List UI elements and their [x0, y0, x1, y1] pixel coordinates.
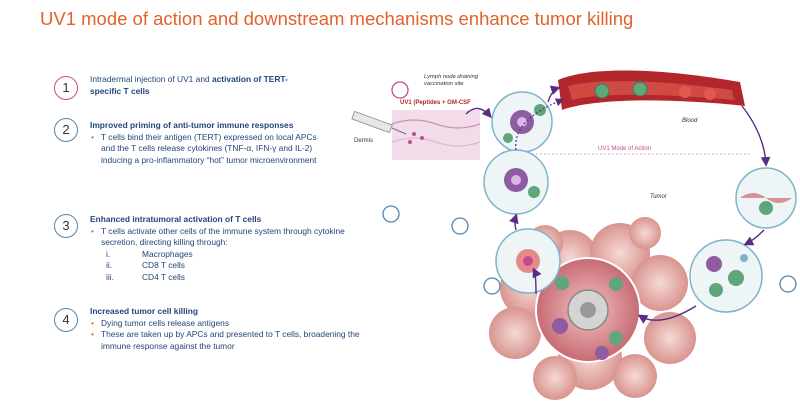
- step-3-text: Enhanced intratumoral activation of T ce…: [90, 214, 375, 283]
- step-1-text-bold: activation of TERT-specific T cells: [90, 74, 288, 96]
- arrow-dermis-to-lymph: [465, 107, 492, 119]
- arrow-into-tumor: [743, 229, 765, 246]
- lymph-site-label-1: Lymph node draining: [424, 74, 479, 80]
- step-4-heading: Increased tumor cell killing: [90, 306, 198, 316]
- step-4-number: 4: [54, 308, 78, 332]
- step-3-sub-cd4: iii.CD4 T cells: [106, 271, 185, 282]
- step-2-heading: Improved priming of anti-tumor immune re…: [90, 120, 294, 130]
- dashed-arrow-return: [515, 98, 565, 151]
- injection-label: UV1 (Peptides + GM-CSF: [400, 100, 471, 106]
- step-3-bullet: T cells activate other cells of the immu…: [90, 226, 375, 249]
- blood-vessel: [558, 70, 745, 110]
- step-3-heading: Enhanced intratumoral activation of T ce…: [90, 214, 262, 224]
- step-1-text: Intradermal injection of UV1 and activat…: [90, 74, 290, 97]
- step-2-bullet: T cells bind their antigen (TERT) expres…: [90, 132, 325, 167]
- step-2-number: 2: [54, 118, 78, 142]
- tumor-label: Tumor: [650, 194, 668, 200]
- arrow-to-tumor-lymph: [509, 213, 519, 231]
- apc-uptake-bubble: [495, 228, 561, 294]
- lymph-site-label-2: vaccination site: [424, 81, 464, 87]
- marker-circle: [451, 217, 469, 235]
- syringe-icon: [351, 110, 407, 135]
- step-2-text: Improved priming of anti-tumor immune re…: [90, 120, 325, 166]
- page-title: UV1 mode of action and downstream mechan…: [40, 8, 634, 29]
- step-4-bullet-1: Dying tumor cells release antigens: [90, 318, 380, 330]
- step-4-bullet-2: These are taken up by APCs and presented…: [90, 329, 380, 352]
- arrow-to-central-cell: [637, 305, 697, 324]
- step-3-number: 3: [54, 214, 78, 238]
- extravasation-bubble: [735, 167, 797, 229]
- marker-circle: [483, 277, 501, 295]
- legend-pink-marker: [391, 81, 409, 99]
- step-1-number: 1: [54, 76, 78, 100]
- step-3-sub-cd8: ii.CD8 T cells: [106, 260, 185, 270]
- marker-circle: [779, 275, 797, 293]
- arrow-lymph-to-blood: [547, 85, 561, 103]
- marker-circle: [382, 205, 400, 223]
- intratumoral-bubble: [689, 239, 763, 313]
- tumor-draining-lymph-node: [483, 149, 549, 215]
- uv1-mechanism-diagram: UV1 (Peptides + GM-CSF Dermis Lymph node…: [340, 58, 800, 400]
- blood-label: Blood: [682, 118, 698, 124]
- moa-label: UV1 Mode of Action: [598, 146, 651, 152]
- dermis-label: Dermis: [354, 138, 373, 144]
- dermis-panel: [391, 110, 481, 160]
- vaccination-lymph-node: [491, 91, 553, 153]
- central-tumor-cell: [535, 257, 641, 363]
- step-1-text-plain: Intradermal injection of UV1 and: [90, 74, 212, 84]
- step-4-text: Increased tumor cell killing Dying tumor…: [90, 306, 380, 352]
- arrow-blood-to-tumor: [741, 105, 771, 167]
- step-3-sub-macrophages: i.Macrophages: [106, 248, 193, 259]
- arrow-to-apc: [532, 267, 542, 295]
